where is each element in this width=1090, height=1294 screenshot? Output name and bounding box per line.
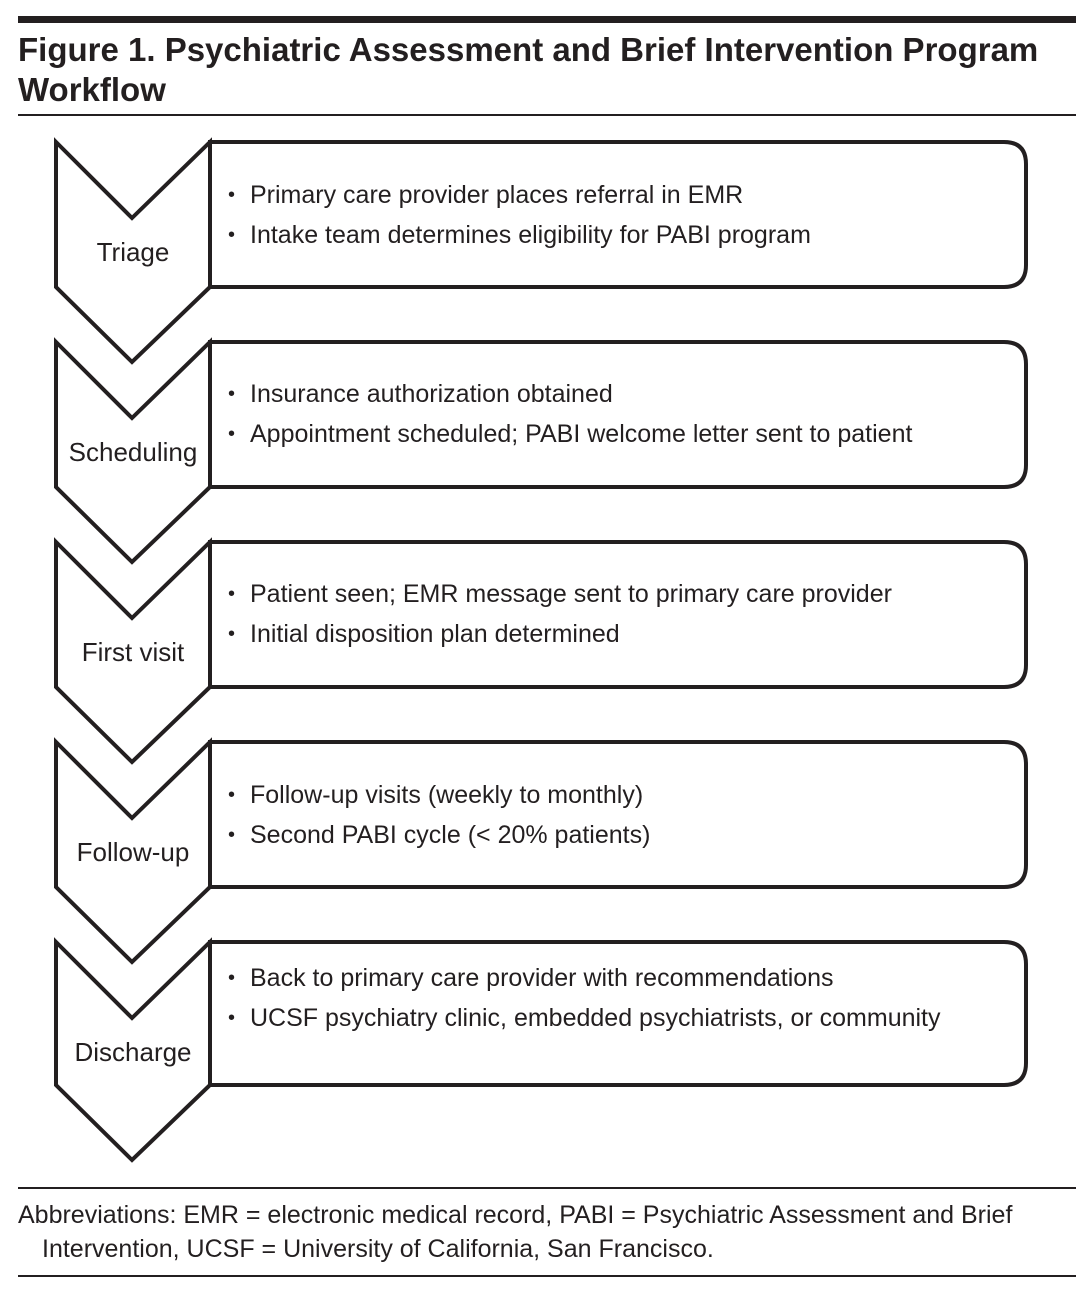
stage-label-discharge: Discharge — [74, 1037, 192, 1067]
stage-label-scheduling: Scheduling — [68, 437, 198, 467]
top-rule — [18, 16, 1076, 23]
chevron-arrow-first-visit — [54, 537, 212, 765]
chevron-arrow-scheduling — [54, 337, 212, 565]
stage-label-follow-up: Follow-up — [76, 837, 190, 867]
stage-bullets-triage: Primary care provider places referral in… — [224, 175, 1024, 255]
bullet-item: UCSF psychiatry clinic, embedded psychia… — [224, 998, 1024, 1038]
bullet-item: Follow-up visits (weekly to monthly) — [224, 775, 1024, 815]
bullet-item: Patient seen; EMR message sent to primar… — [224, 574, 1024, 614]
bullet-item: Insurance authorization obtained — [224, 374, 1024, 414]
bullet-item: Second PABI cycle (< 20% patients) — [224, 815, 1024, 855]
stage-bullets-scheduling: Insurance authorization obtained Appoint… — [224, 374, 1024, 454]
chevron-arrow-discharge — [54, 937, 212, 1163]
footnote-top-rule — [18, 1187, 1076, 1189]
stage-bullets-discharge: Back to primary care provider with recom… — [224, 958, 1024, 1038]
bullet-item: Appointment scheduled; PABI welcome lett… — [224, 414, 1024, 454]
footnote-bottom-rule — [18, 1275, 1076, 1277]
bullet-item: Intake team determines eligibility for P… — [224, 215, 1024, 255]
stage-label-first-visit: First visit — [81, 637, 185, 667]
bullet-item: Primary care provider places referral in… — [224, 175, 1024, 215]
stage-bullets-first-visit: Patient seen; EMR message sent to primar… — [224, 574, 1024, 654]
chevron-arrow-triage — [54, 137, 212, 365]
bullet-item: Initial disposition plan determined — [224, 614, 1024, 654]
stage-label-triage: Triage — [96, 237, 170, 267]
stage-bullets-follow-up: Follow-up visits (weekly to monthly) Sec… — [224, 775, 1024, 855]
title-rule — [18, 114, 1076, 116]
abbreviations-footnote: Abbreviations: EMR = electronic medical … — [18, 1201, 1013, 1263]
bullet-item: Back to primary care provider with recom… — [224, 958, 1024, 998]
chevron-arrow-follow-up — [54, 737, 212, 965]
figure-title: Figure 1. Psychiatric Assessment and Bri… — [18, 31, 1039, 108]
